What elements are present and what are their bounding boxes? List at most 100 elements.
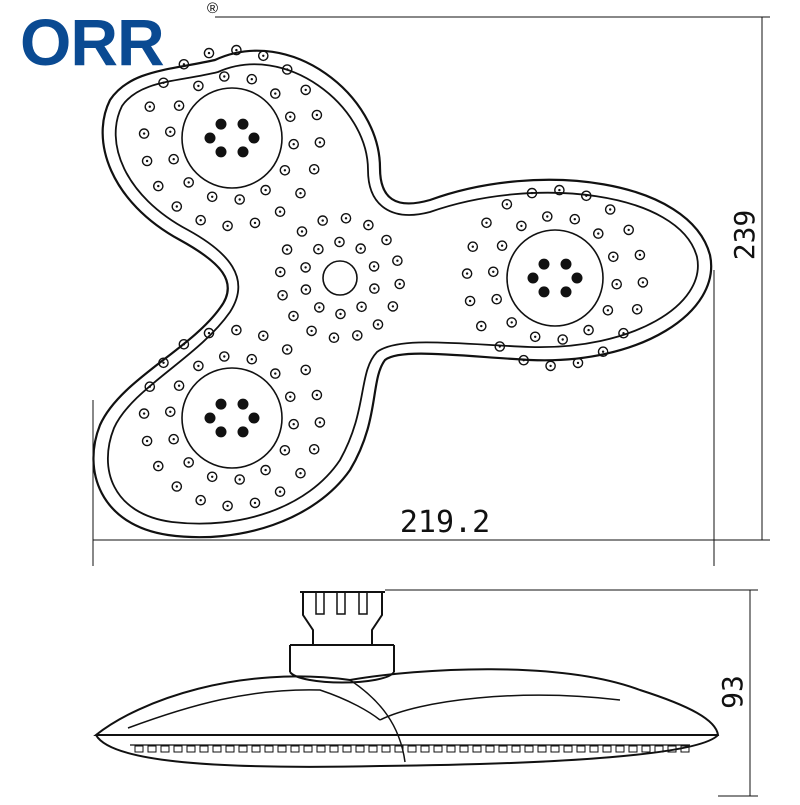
nozzle-hole <box>260 184 271 196</box>
nozzle-hole-center <box>339 312 342 316</box>
nozzle-hole <box>144 381 156 393</box>
nozzle-hole <box>274 266 286 278</box>
nozzle-hole-center <box>278 210 282 213</box>
nozzle-hole <box>203 47 215 59</box>
nozzle-hole-center <box>182 63 186 66</box>
nozzle-hole-center <box>211 475 214 478</box>
nozzle-hole <box>269 368 281 379</box>
nozzle-hole-center <box>162 361 165 364</box>
nozzle-hole <box>168 153 179 165</box>
nozzle-hole <box>284 111 296 123</box>
width-dimension-label: 219.2 <box>400 505 490 540</box>
nozzle-hole-center <box>175 485 178 488</box>
nozzle-hole-center <box>498 345 501 348</box>
nozzle-hole <box>300 84 312 96</box>
nozzle-hole-center <box>367 223 370 227</box>
nozzle-hole <box>618 327 629 339</box>
nozzle-hole <box>569 213 581 225</box>
nozzle-hole <box>308 443 320 455</box>
nozzle-hole-center <box>534 335 537 338</box>
nozzle-hole <box>572 357 584 369</box>
nozzle-hole-center <box>262 334 265 337</box>
nozzle-hole <box>281 64 293 75</box>
thread-slot-3 <box>358 591 368 615</box>
nozzle-hole <box>138 128 150 139</box>
nozzle-nub <box>563 745 573 753</box>
nozzle-hole-center <box>376 323 380 326</box>
nozzle-hole <box>604 204 616 215</box>
center-jet-nozzle <box>538 258 550 270</box>
connector-neck <box>289 644 395 672</box>
nozzle-hole <box>381 234 392 246</box>
nozzle-hole <box>311 389 323 401</box>
nozzle-hole-center <box>318 421 322 424</box>
bottom-cap-right-dome <box>505 765 601 800</box>
nozzle-hole <box>203 327 215 339</box>
side-lobe-line-left <box>127 689 381 729</box>
nozzle-hole <box>249 497 261 509</box>
nozzle-hole <box>516 220 527 232</box>
nozzle-hole <box>249 217 261 229</box>
nozzle-hole-center <box>278 490 282 493</box>
nozzle-hole <box>313 243 324 255</box>
nozzle-hole <box>300 364 312 376</box>
nozzle-hole <box>623 224 635 236</box>
nozzle-hole <box>529 331 541 343</box>
nozzle-nub <box>628 745 638 753</box>
nozzle-hole-center <box>356 334 359 337</box>
nozzle-hole <box>461 268 473 279</box>
nozzle-hole <box>279 444 291 456</box>
nozzle-hole <box>231 324 242 336</box>
nozzle-hole <box>356 301 367 313</box>
nozzle-hole-center <box>148 385 151 388</box>
nozzle-hole <box>281 244 293 255</box>
nozzle-hole <box>295 187 306 199</box>
nozzle-hole <box>288 418 300 430</box>
nozzle-hole-center <box>182 343 186 346</box>
nozzle-hole <box>288 310 299 322</box>
nozzle-hole <box>288 138 300 150</box>
nozzle-hole <box>602 304 614 316</box>
bottom-cap-left-dome <box>186 765 284 800</box>
nozzle-hole <box>496 240 508 251</box>
bottom-cap-left <box>186 752 284 800</box>
nozzle-hole-center <box>274 372 277 375</box>
nozzle-hole-center <box>510 321 513 324</box>
height-dimension-label: 239 <box>728 210 761 261</box>
nozzle-hole-center <box>285 248 289 251</box>
nozzle-hole <box>138 408 150 419</box>
shower-head-inner-outline <box>107 63 699 525</box>
nozzle-hole <box>634 249 646 261</box>
nozzle-hole-center <box>359 247 362 250</box>
bottom-cap-right-stem <box>540 752 566 766</box>
nozzle-hole-center <box>549 364 552 368</box>
nozzle-hole-center <box>546 215 549 218</box>
nozzle-hole <box>164 406 176 418</box>
nozzle-hole-center <box>253 221 257 225</box>
nozzle-hole <box>313 302 325 313</box>
nozzle-hole <box>611 278 623 290</box>
nozzle-nub <box>680 745 690 753</box>
center-jet-nozzle <box>215 118 227 130</box>
nozzle-hole <box>284 391 296 403</box>
nozzle-nub <box>134 745 144 753</box>
nozzle-hole-center <box>315 113 319 117</box>
side-view <box>93 591 720 800</box>
nozzle-hole <box>234 194 245 205</box>
nozzle-hole <box>368 261 380 272</box>
nozzle-hole <box>340 212 352 224</box>
nozzle-hole <box>597 346 609 358</box>
nozzle-nub <box>459 745 469 753</box>
nozzle-hole <box>608 251 619 263</box>
nozzle-hole <box>158 77 169 89</box>
nozzle-nub <box>654 745 664 753</box>
nozzle-hole <box>317 215 329 226</box>
nozzle-hole <box>231 44 242 56</box>
nozzle-hole <box>178 338 190 350</box>
center-jet-nozzle <box>237 398 249 410</box>
connector-thread <box>302 592 383 646</box>
nozzle-nub <box>212 745 222 753</box>
nozzle-hole <box>481 217 492 229</box>
nozzle-hole <box>581 190 592 202</box>
